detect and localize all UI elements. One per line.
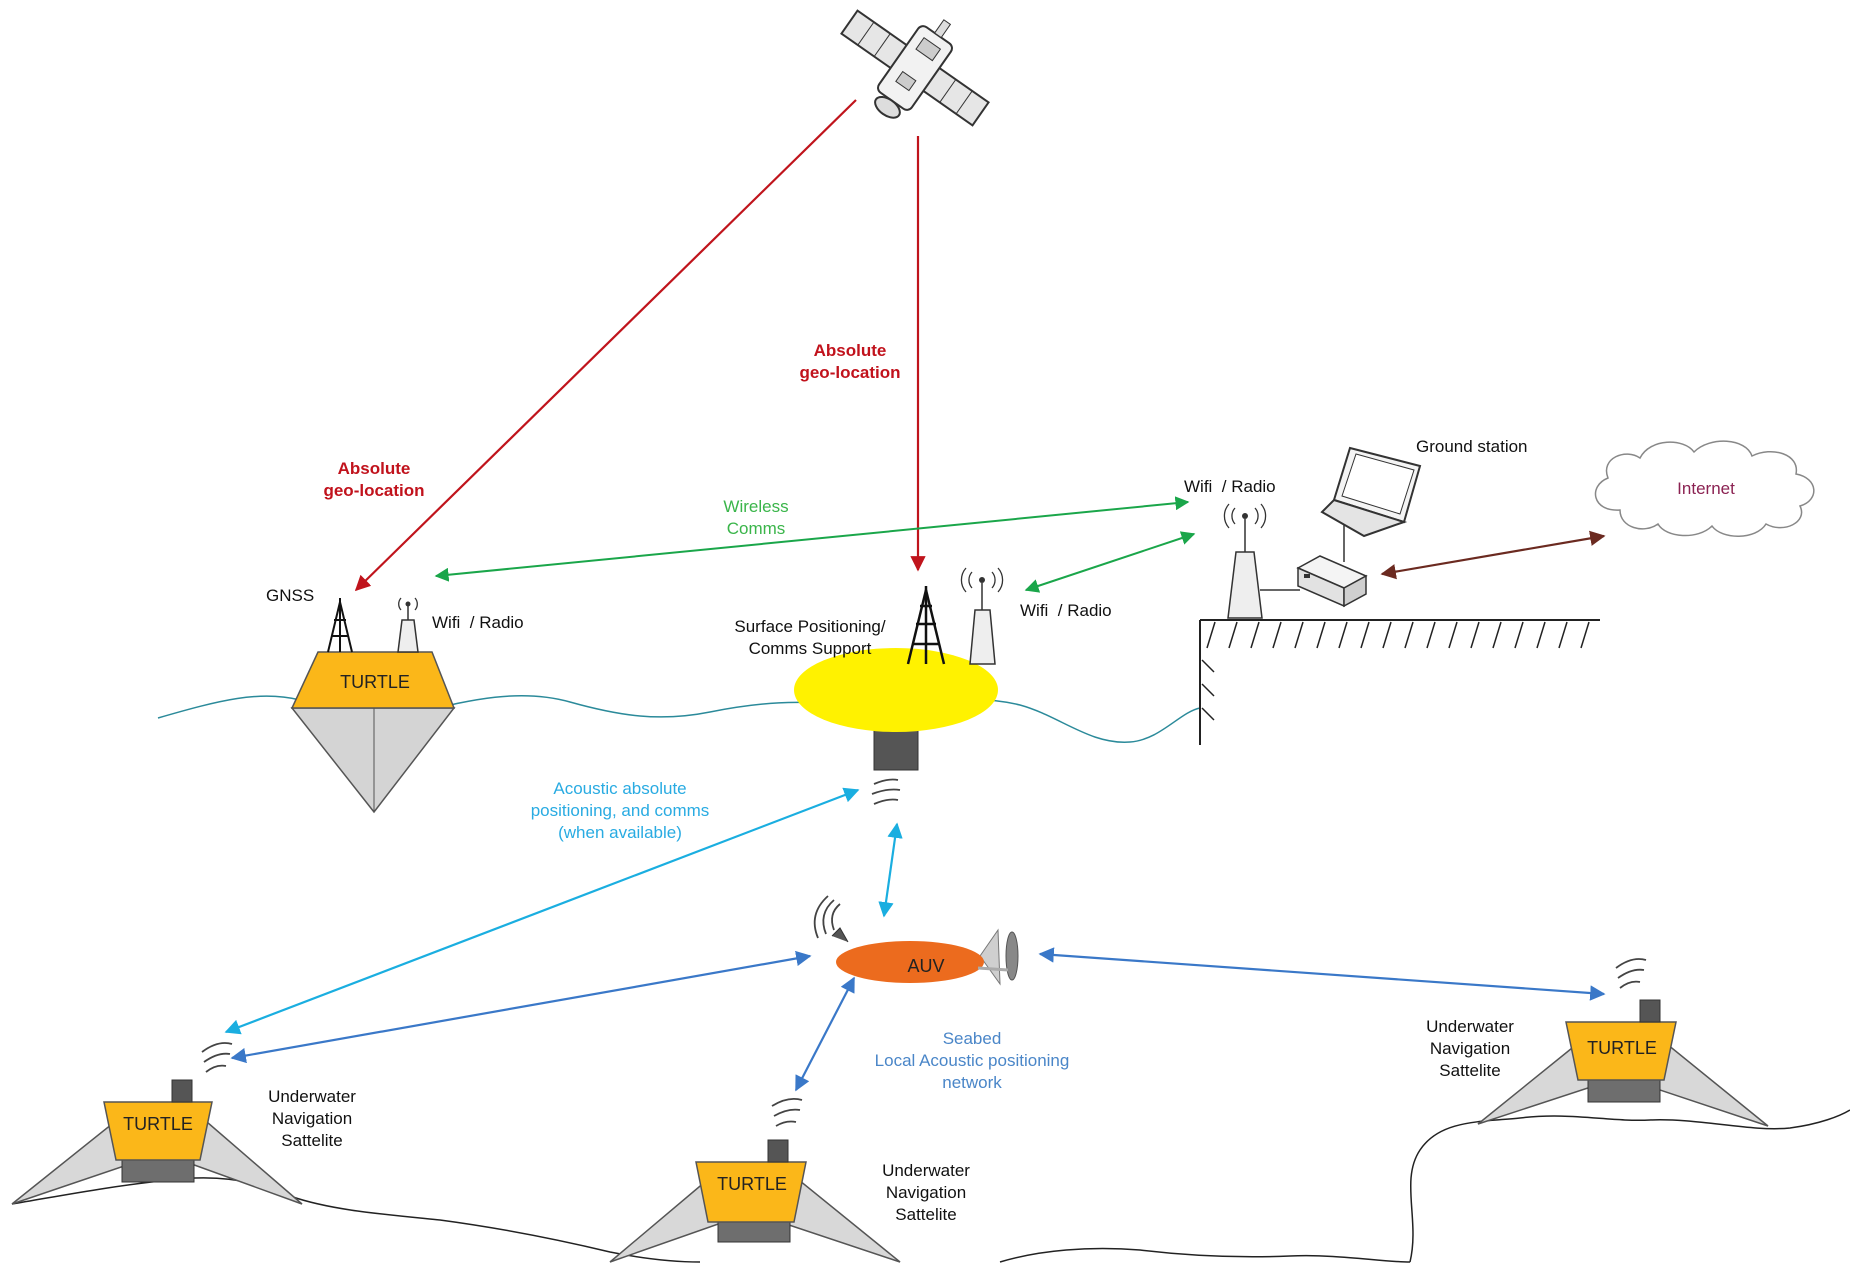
shore-wifi-antenna-icon xyxy=(1223,503,1267,619)
wireless-arrow-long xyxy=(434,496,1190,582)
turtle-seabed-center xyxy=(609,1097,901,1263)
acoustic-abs-line1: Acoustic absolute xyxy=(553,779,686,798)
abs-geo-center-line1: Absolute xyxy=(814,341,887,360)
wifi-antenna-icon xyxy=(960,567,1004,665)
gnss-tower-icon xyxy=(906,586,946,665)
seabed-network-line1: Seabed xyxy=(943,1029,1002,1048)
seabed-arrow-center xyxy=(795,976,855,1092)
uns-center-line3: Sattelite xyxy=(895,1205,956,1224)
wifi-antenna-icon xyxy=(397,597,419,653)
surface-support-line1: Surface Positioning/ xyxy=(734,617,885,636)
auv-label: AUV xyxy=(907,956,944,976)
shoreline xyxy=(1199,619,1600,745)
uns-left-line1: Underwater xyxy=(268,1087,356,1106)
acoustic-wave-icon xyxy=(871,778,901,805)
gnss-tower-icon xyxy=(327,598,353,653)
turtle-seabed-left xyxy=(11,1042,303,1205)
turtle-center-label: TURTLE xyxy=(717,1174,787,1194)
acoustic-abs-line3: (when available) xyxy=(558,823,682,842)
ground-station-label: Ground station xyxy=(1416,437,1528,456)
acoustic-arrow-auv xyxy=(878,822,903,918)
seabed-network-line2: Local Acoustic positioning xyxy=(875,1051,1070,1070)
internet-label: Internet xyxy=(1677,479,1735,498)
turtle-surface-buoy xyxy=(290,597,456,814)
surface-support-line2: Comms Support xyxy=(749,639,872,658)
gnss-label: GNSS xyxy=(266,586,314,605)
auv-icon xyxy=(813,895,1019,986)
uns-right-line3: Sattelite xyxy=(1439,1061,1500,1080)
geo-arrow-left xyxy=(354,99,857,592)
wireless-comms-line2: Comms xyxy=(727,519,786,538)
seabed-arrow-left xyxy=(230,950,812,1064)
wifi-radio-center-label: Wifi / Radio xyxy=(1020,601,1112,620)
acoustic-wave-icon xyxy=(201,1042,233,1073)
abs-geo-left-line1: Absolute xyxy=(338,459,411,478)
abs-geo-left-line2: geo-location xyxy=(323,481,424,500)
turtle-left-label: TURTLE xyxy=(123,1114,193,1134)
acoustic-wave-icon xyxy=(1615,958,1647,989)
satellite-icon xyxy=(840,9,990,127)
wireless-arrow-short xyxy=(1024,531,1196,593)
cloud-icon xyxy=(1594,440,1815,537)
seabed-arrow-right xyxy=(1038,947,1606,1001)
wifi-radio-left-label: Wifi / Radio xyxy=(432,613,524,632)
acoustic-wave-icon xyxy=(771,1097,803,1127)
uns-right-line1: Underwater xyxy=(1426,1017,1514,1036)
uns-left-line2: Navigation xyxy=(272,1109,352,1128)
acoustic-abs-line2: positioning, and comms xyxy=(531,801,710,820)
abs-geo-center-line2: geo-location xyxy=(799,363,900,382)
uns-left-line3: Sattelite xyxy=(281,1131,342,1150)
internet-arrow xyxy=(1380,530,1606,580)
acoustic-arrow-long xyxy=(224,787,860,1035)
wifi-radio-shore-label: Wifi / Radio xyxy=(1184,477,1276,496)
router-icon xyxy=(1296,555,1368,608)
uns-center-line1: Underwater xyxy=(882,1161,970,1180)
turtle-surface-label: TURTLE xyxy=(340,672,410,692)
seabed-line xyxy=(11,1109,1850,1263)
laptop-icon xyxy=(1320,446,1422,538)
acoustic-wave-icon xyxy=(813,895,841,939)
turtle-seabed-right xyxy=(1477,958,1769,1127)
surface-support-buoy xyxy=(794,567,1004,805)
seabed-network-line3: network xyxy=(942,1073,1002,1092)
uns-center-line2: Navigation xyxy=(886,1183,966,1202)
uns-right-line2: Navigation xyxy=(1430,1039,1510,1058)
wireless-comms-line1: Wireless xyxy=(723,497,788,516)
turtle-right-label: TURTLE xyxy=(1587,1038,1657,1058)
